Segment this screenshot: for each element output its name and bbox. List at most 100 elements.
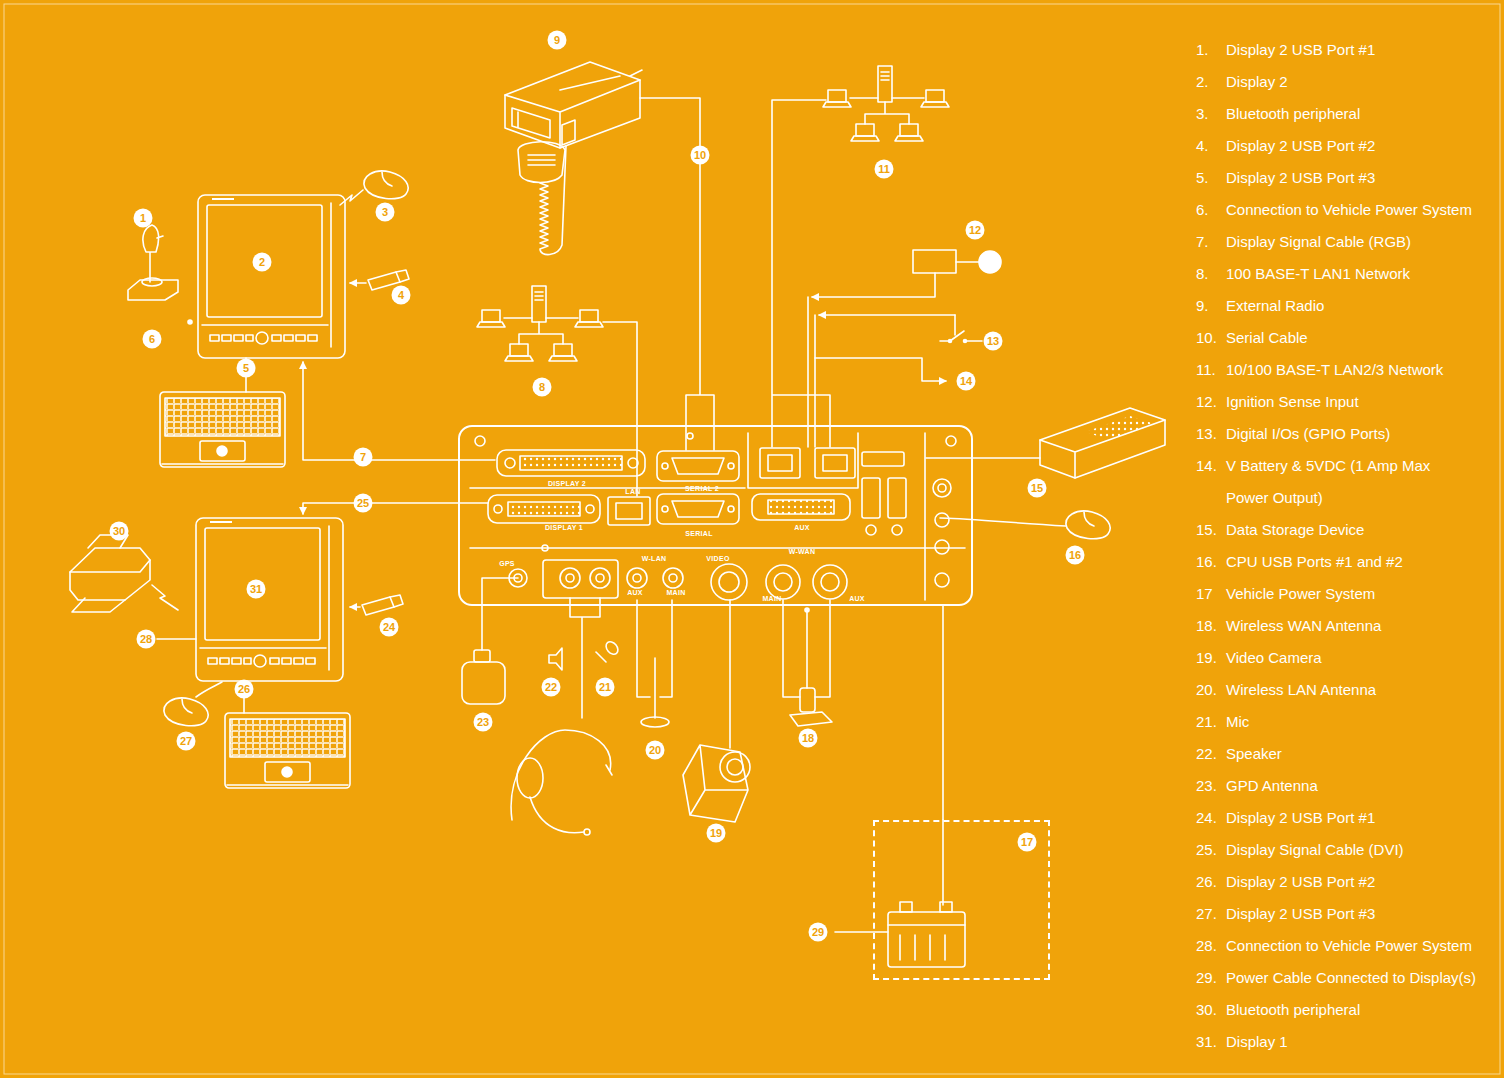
callout-number: 22 bbox=[542, 678, 561, 697]
bottom-peripherals-art bbox=[727, 759, 743, 775]
computer-unit-art bbox=[566, 574, 574, 582]
port-label: VIDEO bbox=[706, 555, 729, 563]
item-text: Wireless LAN Antenna bbox=[1226, 674, 1376, 706]
item-number: 23. bbox=[1196, 770, 1217, 802]
computer-unit-art bbox=[470, 433, 965, 600]
item-number: 5. bbox=[1196, 162, 1209, 194]
display-2-art bbox=[128, 171, 495, 467]
bottom-peripherals-art bbox=[641, 717, 669, 727]
computer-unit-art bbox=[560, 568, 580, 588]
gpio-art bbox=[964, 340, 967, 343]
bottom-peripherals-art bbox=[683, 745, 748, 822]
item-number: 11. bbox=[1196, 354, 1216, 386]
computer-unit-art bbox=[768, 455, 792, 471]
display-2-art bbox=[128, 280, 178, 300]
bottom-peripherals-art bbox=[462, 662, 505, 704]
item-number: 15. bbox=[1196, 514, 1217, 546]
item-text: Display 2 USB Port #2 bbox=[1226, 866, 1375, 898]
battery-art bbox=[835, 931, 888, 933]
computer-unit-art bbox=[616, 503, 642, 519]
item-number: 19. bbox=[1196, 642, 1217, 674]
computer-unit-art bbox=[657, 451, 739, 481]
gpio-art bbox=[949, 340, 952, 343]
item-text: Display Signal Cable (RGB) bbox=[1226, 226, 1411, 258]
bottom-peripherals-art bbox=[805, 608, 809, 612]
page-frame bbox=[4, 4, 1500, 1074]
bottom-peripherals-art bbox=[806, 612, 808, 688]
port-label: AUX bbox=[794, 524, 810, 532]
computer-unit-art bbox=[497, 450, 645, 476]
bottom-peripherals-art bbox=[530, 765, 612, 833]
bottom-peripherals-art bbox=[474, 650, 490, 662]
callout-number: 11 bbox=[875, 160, 894, 179]
item-text: Bluetooth peripheral bbox=[1226, 994, 1360, 1026]
item-number: 26. bbox=[1196, 866, 1217, 898]
item-number: 4. bbox=[1196, 130, 1209, 162]
port-label: W-LAN bbox=[642, 555, 667, 563]
gpio-art bbox=[940, 315, 982, 341]
callout-number: 15 bbox=[1028, 479, 1047, 498]
port-label: GPS bbox=[499, 560, 515, 568]
bottom-peripherals-art bbox=[517, 758, 543, 798]
bottom-peripherals-art bbox=[570, 598, 600, 718]
item-text: Display 2 USB Port #1 bbox=[1226, 34, 1375, 66]
item-text: Speaker bbox=[1226, 738, 1282, 770]
computer-unit-art bbox=[662, 463, 668, 469]
computer-unit-art bbox=[711, 564, 747, 600]
port-label: AUX bbox=[627, 589, 643, 597]
item-number: 2. bbox=[1196, 66, 1209, 98]
callout-number: 24 bbox=[380, 618, 399, 637]
item-text: Connection to Vehicle Power System bbox=[1226, 194, 1472, 226]
bottom-peripherals-art bbox=[511, 730, 611, 820]
item-text: Connection to Vehicle Power System bbox=[1226, 930, 1472, 962]
computer-unit-art bbox=[821, 573, 839, 591]
item-text: 100 BASE-T LAN1 Network bbox=[1226, 258, 1410, 290]
callout-number: 4 bbox=[392, 286, 411, 305]
callout-number: 9 bbox=[548, 31, 567, 50]
bottom-peripherals-art bbox=[729, 600, 731, 748]
callout-number: 20 bbox=[646, 741, 665, 760]
computer-unit-art bbox=[892, 525, 902, 535]
item-text: 10/100 BASE-T LAN2/3 Network bbox=[1226, 354, 1443, 386]
callout-number: 2 bbox=[253, 253, 272, 272]
callout-number: 13 bbox=[984, 332, 1003, 351]
callout-number: 5 bbox=[237, 359, 256, 378]
computer-unit: DISPLAY 2SERIAL 2DISPLAY 1LANSERIALAUXGP… bbox=[458, 425, 973, 606]
bottom-peripherals-art bbox=[654, 658, 656, 718]
computer-unit-art bbox=[728, 463, 734, 469]
computer-unit-art bbox=[657, 494, 739, 524]
computer-unit-art bbox=[823, 455, 847, 471]
battery-art bbox=[940, 902, 952, 912]
callout-number: 14 bbox=[957, 372, 976, 391]
gpio-art bbox=[979, 251, 1001, 273]
computer-unit-art bbox=[633, 574, 641, 582]
callout-number: 31 bbox=[247, 580, 266, 599]
item-text: Vehicle Power System bbox=[1226, 578, 1375, 610]
gpio-art bbox=[808, 250, 1001, 447]
item-number: 8. bbox=[1196, 258, 1209, 290]
external-radio-art bbox=[512, 108, 550, 138]
callout-number: 29 bbox=[809, 923, 828, 942]
display-2-art bbox=[160, 392, 285, 467]
external-radio-art bbox=[562, 120, 575, 145]
computer-unit-art bbox=[590, 568, 610, 588]
computer-unit-art bbox=[488, 495, 600, 523]
computer-unit-art bbox=[672, 458, 724, 474]
computer-unit-art bbox=[774, 573, 792, 591]
item-number: 1. bbox=[1196, 34, 1209, 66]
gpio-art bbox=[812, 273, 935, 297]
item-text: Display Signal Cable (DVI) bbox=[1226, 834, 1404, 866]
computer-unit-art bbox=[815, 448, 855, 478]
computer-unit-art bbox=[608, 497, 650, 525]
battery-art bbox=[900, 902, 912, 912]
item-number: 24. bbox=[1196, 802, 1217, 834]
display-1-art bbox=[70, 548, 150, 600]
item-text: Display 2 USB Port #3 bbox=[1226, 162, 1375, 194]
callout-number: 19 bbox=[707, 824, 726, 843]
item-number: 28. bbox=[1196, 930, 1217, 962]
display-1-art bbox=[196, 682, 222, 697]
port-label: MAIN bbox=[762, 595, 781, 603]
computer-unit-art bbox=[508, 502, 580, 516]
display-1-art bbox=[70, 503, 488, 788]
computer-unit-art bbox=[669, 574, 677, 582]
